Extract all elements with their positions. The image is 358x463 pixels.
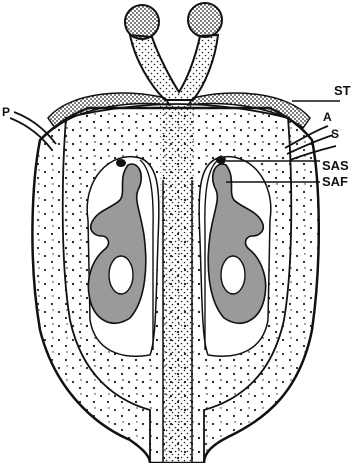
central-column [160, 104, 194, 463]
label-p: P [2, 105, 10, 119]
embryo-sac-left [109, 256, 133, 294]
label-a: A [323, 110, 332, 124]
style-arms [130, 35, 218, 100]
sas-spot-right [216, 156, 226, 164]
label-st: ST [334, 83, 351, 98]
stigma-left [125, 5, 159, 39]
label-s: S [331, 127, 339, 141]
label-sas: SAS [322, 158, 349, 173]
embryo-sac-right [221, 256, 245, 294]
stigma-lobes [125, 3, 222, 39]
label-saf: SAF [322, 174, 348, 189]
stigma-right [188, 3, 222, 37]
sas-spot-left [116, 159, 126, 167]
